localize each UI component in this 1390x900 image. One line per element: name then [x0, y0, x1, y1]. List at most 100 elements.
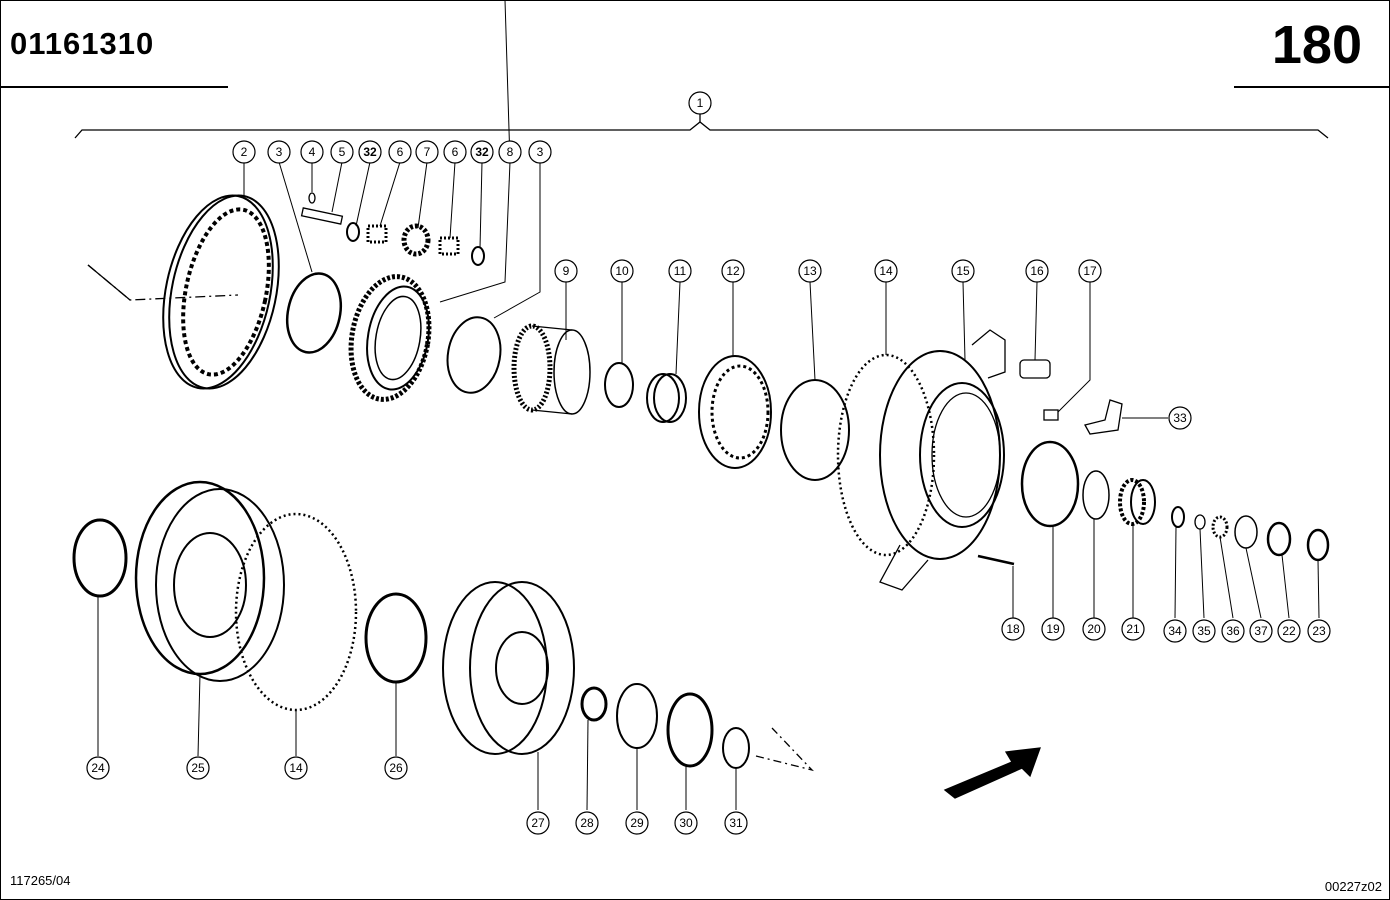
- callout-37: 37: [1249, 619, 1273, 643]
- gasket-part: [234, 512, 358, 712]
- svg-text:18: 18: [1006, 622, 1020, 636]
- callout-9: 9: [554, 259, 578, 283]
- hub-part: [442, 581, 575, 755]
- svg-text:14: 14: [289, 761, 303, 775]
- document-number: 01161310: [10, 26, 155, 61]
- svg-text:19: 19: [1046, 622, 1060, 636]
- svg-text:8: 8: [507, 145, 514, 159]
- callout-32b: 32: [470, 140, 494, 164]
- seal-part-lower: [72, 518, 128, 598]
- callout-3: 3: [267, 140, 291, 164]
- callout-27: 27: [526, 811, 550, 835]
- plug-part: [1019, 359, 1051, 379]
- svg-text:17: 17: [1083, 264, 1097, 278]
- svg-text:4: 4: [309, 145, 316, 159]
- svg-text:6: 6: [452, 145, 459, 159]
- svg-text:3: 3: [276, 145, 283, 159]
- svg-text:20: 20: [1087, 622, 1101, 636]
- svg-text:35: 35: [1197, 624, 1211, 638]
- svg-text:32: 32: [475, 145, 489, 159]
- svg-text:15: 15: [956, 264, 970, 278]
- callout-3b: 3: [528, 140, 552, 164]
- callout-32: 32: [358, 140, 382, 164]
- callout-20: 20: [1082, 617, 1106, 641]
- svg-text:6: 6: [397, 145, 404, 159]
- svg-text:34: 34: [1168, 624, 1182, 638]
- drawing-reference-right: 00227z02: [1324, 879, 1382, 894]
- callout-29: 29: [625, 811, 649, 835]
- page-number: 180: [1271, 15, 1362, 75]
- svg-text:11: 11: [674, 264, 687, 278]
- callout-7: 7: [415, 140, 439, 164]
- callout-14: 14: [874, 259, 898, 283]
- seal-part: [1020, 440, 1080, 528]
- svg-text:32: 32: [363, 145, 377, 159]
- callout-19: 19: [1041, 617, 1065, 641]
- cover-part: [134, 480, 285, 682]
- svg-text:37: 37: [1254, 624, 1268, 638]
- callout-1: 1: [688, 91, 712, 115]
- direction-arrow-icon: [943, 747, 1041, 799]
- svg-text:27: 27: [531, 816, 545, 830]
- callout-6b: 6: [443, 140, 467, 164]
- callout-8: 8: [498, 140, 522, 164]
- callout-11: 11: [668, 259, 692, 283]
- callout-14b: 14: [284, 756, 308, 780]
- svg-text:26: 26: [389, 761, 403, 775]
- drawing-reference-left: 117265/04: [10, 873, 71, 888]
- bearing-part: [698, 355, 772, 469]
- callout-31: 31: [724, 811, 748, 835]
- callout-17: 17: [1078, 259, 1102, 283]
- svg-text:3: 3: [537, 145, 544, 159]
- header-rule-gap: [228, 80, 1234, 92]
- svg-text:21: 21: [1126, 622, 1140, 636]
- svg-text:36: 36: [1226, 624, 1240, 638]
- svg-text:31: 31: [729, 816, 743, 830]
- shaft-gear-part: [511, 323, 591, 415]
- svg-text:25: 25: [191, 761, 205, 775]
- callout-15: 15: [951, 259, 975, 283]
- svg-text:5: 5: [339, 145, 346, 159]
- svg-text:16: 16: [1030, 264, 1044, 278]
- callout-6: 6: [388, 140, 412, 164]
- callout-5: 5: [330, 140, 354, 164]
- svg-text:12: 12: [726, 264, 740, 278]
- callout-25: 25: [186, 756, 210, 780]
- callout-16: 16: [1025, 259, 1049, 283]
- planet-gear-part: [401, 223, 431, 257]
- callout-28: 28: [575, 811, 599, 835]
- ring-gear-part: [87, 194, 280, 390]
- callout-24: 24: [86, 756, 110, 780]
- callout-22: 22: [1277, 619, 1301, 643]
- callout-30: 30: [674, 811, 698, 835]
- elbow-fitting-part: [1084, 399, 1123, 435]
- bearing-part-lower: [364, 592, 428, 684]
- svg-text:23: 23: [1312, 624, 1326, 638]
- callout-10: 10: [610, 259, 634, 283]
- svg-text:28: 28: [580, 816, 594, 830]
- callout-33: 33: [1168, 406, 1192, 430]
- housing-part: [836, 329, 1006, 591]
- callout-36: 36: [1221, 619, 1245, 643]
- svg-text:9: 9: [563, 264, 570, 278]
- callout-13: 13: [798, 259, 822, 283]
- callout-35: 35: [1192, 619, 1216, 643]
- callout-23: 23: [1307, 619, 1331, 643]
- svg-text:33: 33: [1173, 411, 1187, 425]
- svg-text:14: 14: [879, 264, 893, 278]
- snap-ring-part: [285, 272, 343, 354]
- callout-4: 4: [300, 140, 324, 164]
- callout-2: 2: [232, 140, 256, 164]
- svg-text:22: 22: [1282, 624, 1296, 638]
- callout-26: 26: [384, 756, 408, 780]
- callout-18: 18: [1001, 617, 1025, 641]
- svg-text:30: 30: [679, 816, 693, 830]
- pin-part: [300, 207, 344, 225]
- svg-text:1: 1: [697, 96, 704, 110]
- assembly-bracket: [74, 121, 1329, 139]
- callout-34: 34: [1163, 619, 1187, 643]
- svg-text:2: 2: [241, 145, 248, 159]
- gear-part: [348, 274, 432, 402]
- svg-text:24: 24: [91, 761, 105, 775]
